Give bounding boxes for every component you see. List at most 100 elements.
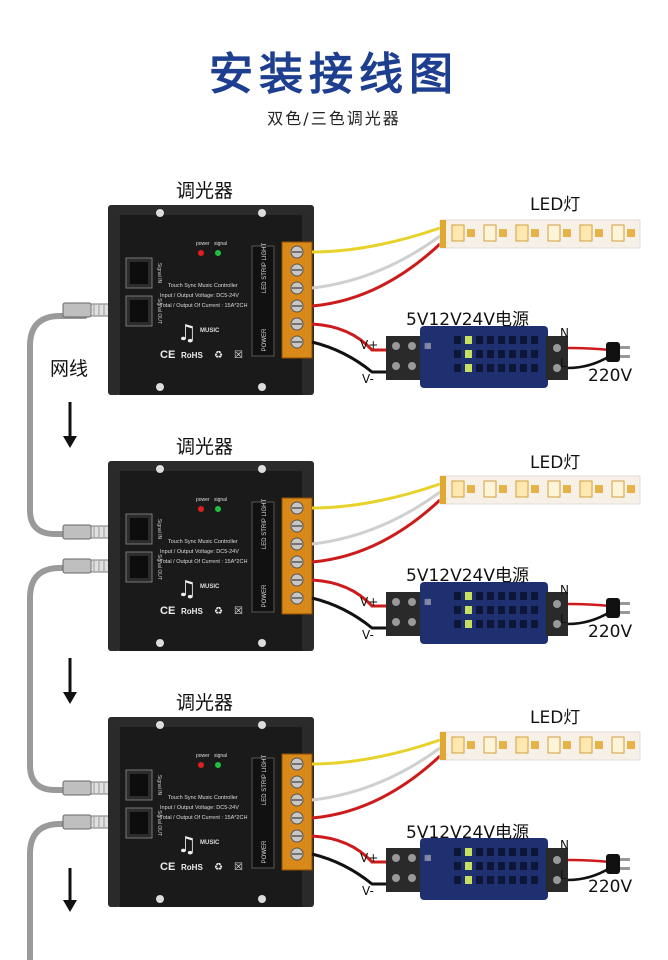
psu-vent: [509, 862, 516, 870]
port-label: Signal IN: [156, 775, 162, 796]
led-resistor: [467, 485, 475, 493]
mains-plug-pin: [620, 355, 630, 358]
led-resistor: [531, 485, 539, 493]
power-header-label: POWER: [262, 328, 268, 351]
network-cable-2: [27, 565, 88, 793]
psu-vent: [465, 862, 472, 870]
psu-vent: [487, 620, 494, 628]
mains-plug-pin: [620, 602, 630, 605]
psu-terminal-left: [386, 848, 422, 892]
psu-vent: [487, 862, 494, 870]
wire-power-red: [311, 834, 388, 864]
led-resistor: [563, 229, 571, 237]
psu-body: [420, 582, 548, 644]
psu-terminal-right: [546, 592, 568, 636]
vminus-label-1: V-: [362, 372, 374, 386]
screw-hole: [258, 383, 266, 391]
psu-vent: [520, 876, 527, 884]
psu-vent: [465, 848, 472, 856]
wire-power-black: [311, 340, 388, 374]
led-chip: [579, 736, 593, 754]
terminal-label-panel: [251, 757, 275, 869]
weee-icon: ☒: [234, 350, 243, 361]
mains-plug-body: [606, 598, 620, 618]
plug-body: [62, 302, 92, 318]
led-chip: [611, 736, 625, 754]
vplus-label-2: V+: [360, 595, 379, 609]
led-resistor: [499, 229, 507, 237]
controller-top-edge: [114, 717, 310, 727]
controller-line1: Touch Sync Music Controller: [168, 283, 238, 289]
controller-music-label: MUSIC: [200, 328, 220, 334]
indicator-signal-label: signal: [214, 753, 227, 759]
signal-port-in: Signal IN: [125, 257, 162, 289]
psu-vent: [520, 336, 527, 344]
psu-vent: [454, 364, 461, 372]
wire-power-red: [311, 322, 388, 352]
psu-vent: [498, 848, 505, 856]
psu-vent: [498, 336, 505, 344]
led-resistor: [467, 741, 475, 749]
plug-body: [62, 780, 92, 796]
psu-screw: [408, 854, 416, 862]
signal-port-out: Signal OUT: [125, 807, 162, 839]
port-jack: [130, 774, 148, 796]
psu-vent: [465, 336, 472, 344]
controller-line1: Touch Sync Music Controller: [168, 539, 238, 545]
led-resistor: [595, 229, 603, 237]
terminal-label-panel: [251, 501, 275, 613]
screw-hole: [258, 721, 266, 729]
psu-vent: [520, 862, 527, 870]
screw-hole: [258, 639, 266, 647]
psu-screw: [392, 362, 400, 370]
psu-vent: [531, 620, 538, 628]
psu-vent: [465, 364, 472, 372]
psu-vent: [498, 606, 505, 614]
psu-terminal-right: [546, 336, 568, 380]
n-label-1: N: [560, 326, 569, 340]
wire-yellow: [311, 482, 441, 510]
controller-flange-left: [108, 205, 120, 395]
led-resistor: [531, 229, 539, 237]
psu-vent: [520, 848, 527, 856]
psu-vent: [509, 592, 516, 600]
controller-flange-left: [108, 717, 120, 907]
psu-screw: [408, 874, 416, 882]
psu-vent: [520, 620, 527, 628]
led-chip: [579, 224, 593, 242]
psu-vent: [509, 876, 516, 884]
port-jack: [130, 556, 148, 578]
power-header-label: POWER: [262, 840, 268, 863]
psu-vent: [498, 620, 505, 628]
led-chip: [483, 480, 497, 498]
port-label: Signal OUT: [156, 298, 162, 324]
vplus-label-1: V+: [360, 338, 379, 352]
psu-vent: [465, 620, 472, 628]
wire-white: [311, 234, 441, 290]
led-chip: [451, 224, 465, 242]
mains-wire-n: [567, 602, 611, 608]
psu-terminal-left: [386, 336, 422, 380]
led-chip: [483, 736, 497, 754]
led-strip-pad: [440, 476, 446, 504]
l-label-2: L: [560, 612, 567, 626]
plug-body: [62, 558, 92, 574]
controller-music-label: MUSIC: [200, 840, 220, 846]
led-chip: [579, 480, 593, 498]
mains-wire-n: [567, 346, 611, 352]
led-resistor: [563, 485, 571, 493]
psu-label-icon: ▦: [424, 341, 432, 350]
led-chip: [547, 736, 561, 754]
signal-port-out: Signal OUT: [125, 551, 162, 583]
power-header-label: POWER: [262, 584, 268, 607]
rj45-plug-out: [62, 814, 114, 830]
psu-vent: [476, 592, 483, 600]
network-cable-group: [27, 313, 88, 960]
psu-vent: [476, 350, 483, 358]
mains-label-2: 220V: [588, 622, 633, 642]
port-jack: [130, 812, 148, 834]
l-label-3: L: [560, 868, 567, 882]
wire-red: [311, 754, 442, 820]
